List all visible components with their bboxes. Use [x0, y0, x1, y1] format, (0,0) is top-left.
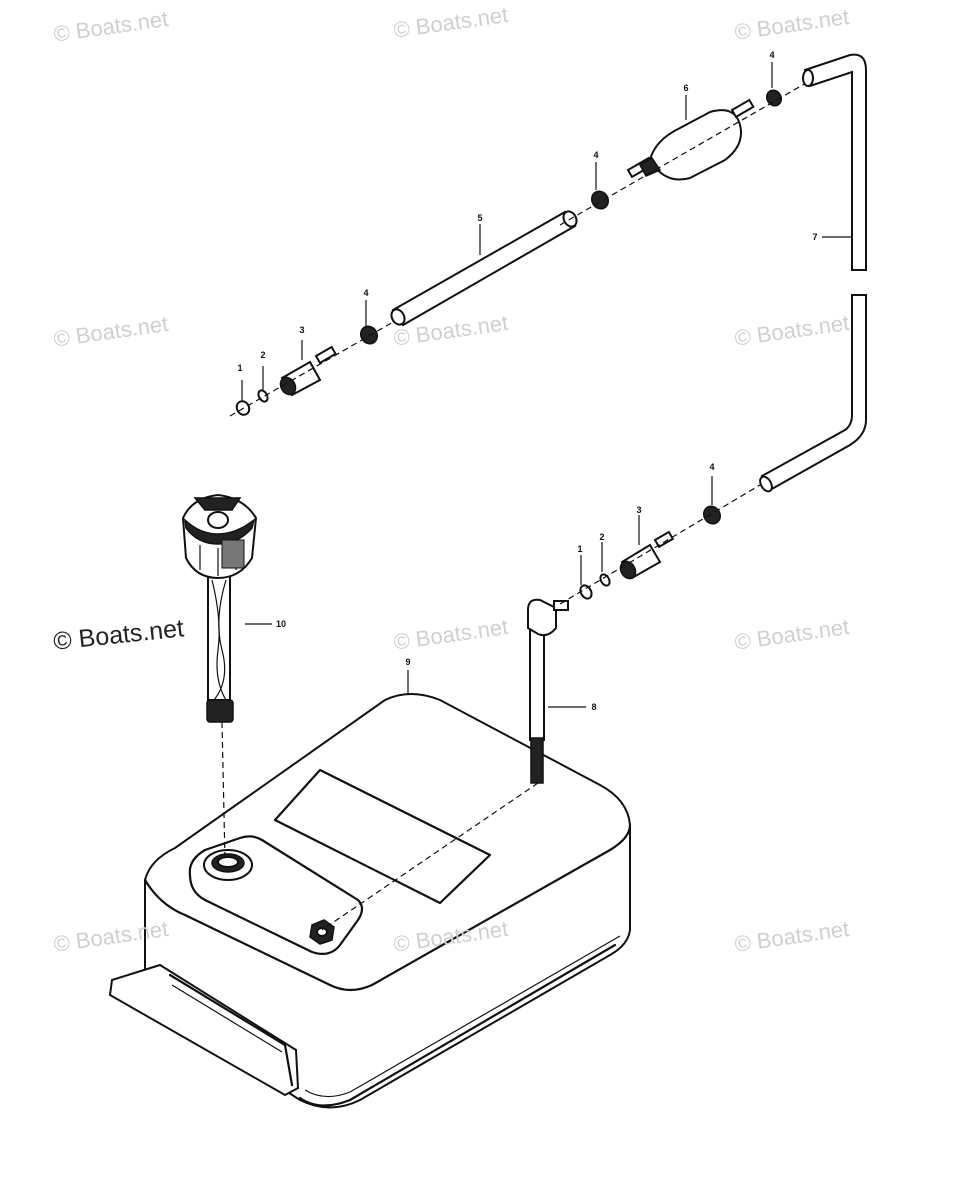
- callout-2: 2: [599, 532, 605, 542]
- callout-5: 5: [477, 213, 483, 223]
- leader-lines: [221, 62, 852, 931]
- fuel-tank: [108, 693, 632, 1109]
- callout-9: 9: [405, 657, 411, 667]
- filler-cap-gauge: [181, 493, 258, 723]
- upper-connector-group: [229, 317, 401, 417]
- lower-connector-group: [559, 484, 761, 605]
- callout-1: 1: [577, 544, 583, 554]
- fuel-hose-long: [759, 53, 867, 493]
- callout-1: 1: [237, 363, 243, 373]
- callout-3: 3: [636, 505, 642, 515]
- callout-3: 3: [299, 325, 305, 335]
- callout-4: 4: [769, 50, 775, 60]
- callout-4: 4: [363, 288, 369, 298]
- fuel-hose-short: [390, 210, 578, 327]
- callout-7: 7: [812, 232, 818, 242]
- callout-10: 10: [275, 619, 287, 629]
- callout-4: 4: [593, 150, 599, 160]
- callout-6: 6: [683, 83, 689, 93]
- pickup-tube: [527, 598, 569, 784]
- primer-bulb: [559, 74, 821, 226]
- callout-8: 8: [591, 702, 597, 712]
- callout-2: 2: [260, 350, 266, 360]
- callout-4: 4: [709, 462, 715, 472]
